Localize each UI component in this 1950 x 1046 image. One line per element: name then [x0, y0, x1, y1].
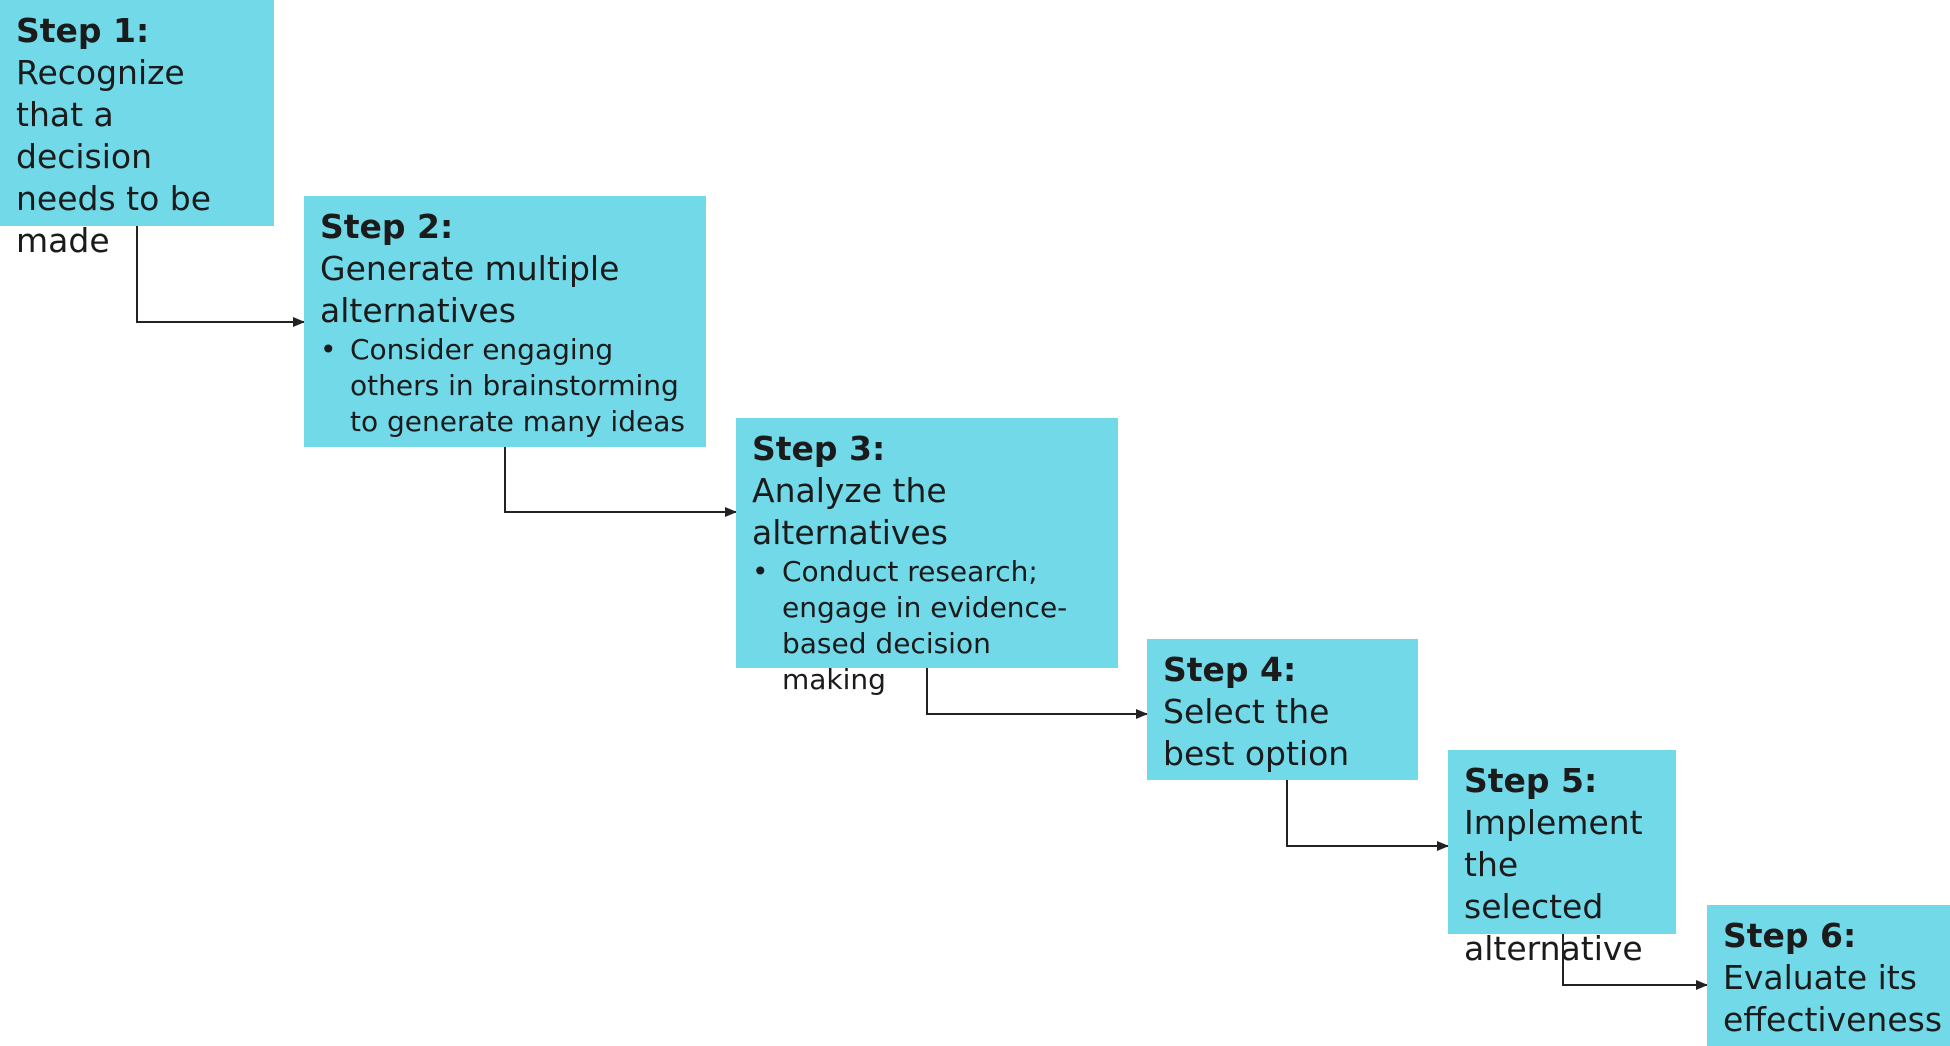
step-1-text: Recognize that a decision needs to be ma… — [16, 53, 212, 260]
step-2-box: Step 2: Generate multiple alternatives •… — [304, 196, 706, 447]
step-1-box: Step 1: Recognize that a decision needs … — [0, 0, 274, 260]
connector-arrow-step4-to-step5 — [1286, 780, 1449, 851]
step-2-bullet-text: Consider engaging others in brainstormin… — [350, 333, 685, 438]
step-6-text: Evaluate its effectiveness — [1723, 958, 1943, 1039]
step-4-text: Select the best option — [1163, 692, 1350, 773]
step-3-text: Analyze the alternatives — [752, 471, 948, 552]
step-2-heading: Step 2: — [320, 207, 454, 246]
step-5-heading: Step 5: — [1464, 761, 1598, 800]
step-5-text: Implement the selected alternative — [1464, 803, 1643, 968]
connector-arrow-step5-to-step6 — [1562, 934, 1708, 990]
step-3-bullet-text: Conduct research; engage in evidence-bas… — [782, 555, 1068, 696]
bullet-dot-icon: • — [752, 555, 769, 588]
step-3-box: Step 3: Analyze the alternatives • Condu… — [736, 418, 1118, 696]
step-4-heading: Step 4: — [1163, 650, 1297, 689]
connector-arrow-step3-to-step4 — [926, 668, 1148, 719]
step-3-bullet: • Conduct research; engage in evidence-b… — [752, 554, 1102, 698]
step-4-box: Step 4: Select the best option — [1147, 639, 1418, 780]
step-1-heading: Step 1: — [16, 11, 150, 50]
step-2-bullet: • Consider engaging others in brainstorm… — [320, 332, 690, 440]
connector-arrow-step2-to-step3 — [504, 447, 737, 517]
step-6-box: Step 6: Evaluate its effectiveness — [1707, 905, 1950, 1046]
step-5-box: Step 5: Implement the selected alternati… — [1448, 750, 1676, 968]
step-3-heading: Step 3: — [752, 429, 886, 468]
connector-arrow-step1-to-step2 — [136, 226, 305, 327]
step-6-heading: Step 6: — [1723, 916, 1857, 955]
bullet-dot-icon: • — [320, 333, 337, 366]
step-2-text: Generate multiple alternatives — [320, 249, 620, 330]
